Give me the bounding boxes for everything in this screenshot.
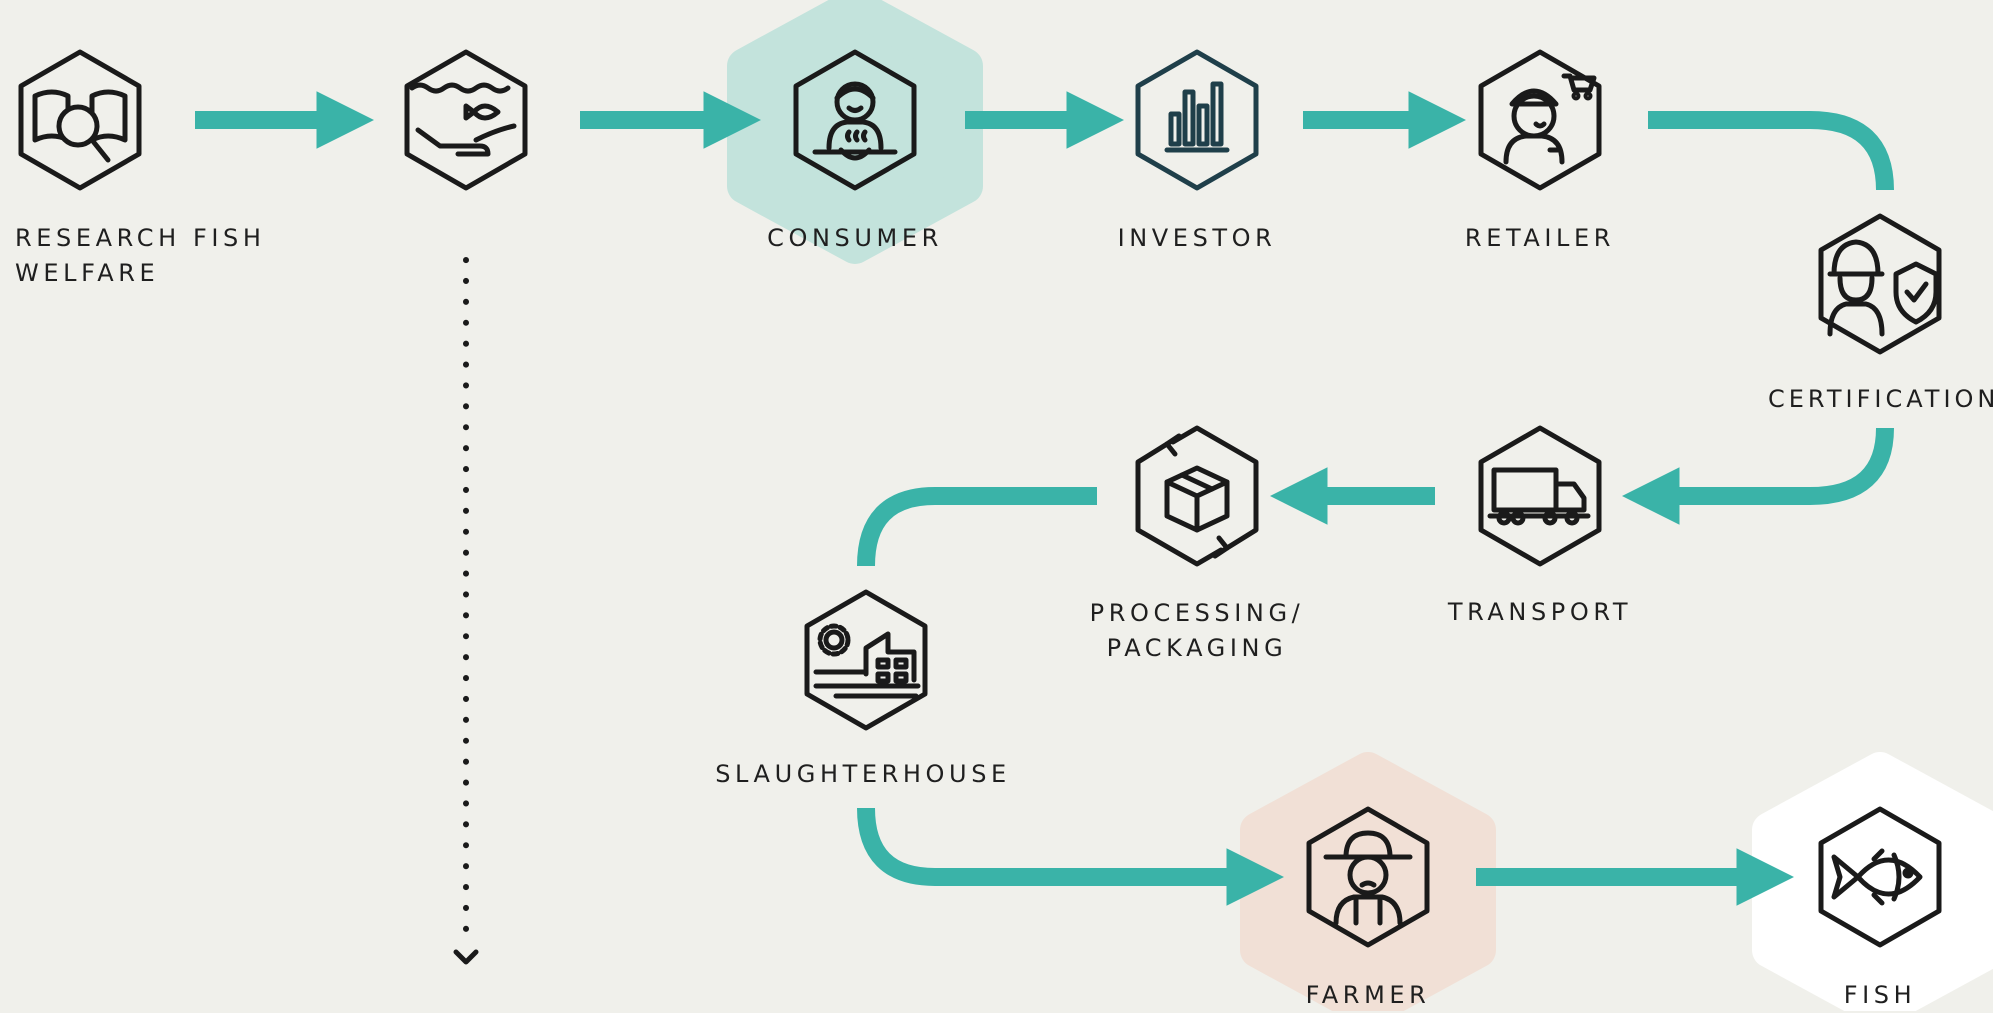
arrow-certification-to-transport	[1621, 427, 1894, 525]
label-line: RESEARCH FISH	[15, 224, 266, 252]
label-research-fish-welfare: RESEARCH FISH WELFARE	[15, 221, 266, 291]
label-line: PROCESSING/	[1089, 599, 1305, 627]
hand-fish-water-icon	[404, 49, 528, 191]
chevron-down-icon	[453, 949, 479, 965]
arrow-retailer-to-certification	[1648, 111, 1894, 191]
label-slaughterhouse: SLAUGHTERHOUSE	[715, 760, 1011, 788]
arrow-slaughterhouse-to-farmer	[857, 807, 1285, 906]
farmer-halo	[1240, 752, 1496, 1011]
label-retailer: RETAILER	[1464, 224, 1616, 252]
label-line: PACKAGING	[1106, 634, 1288, 662]
arrow-processing-to-slaughterhouse	[857, 487, 1097, 567]
label-fish: FISH	[1843, 981, 1917, 1009]
fish-halo	[1752, 752, 1993, 1011]
flow-arrows	[195, 91, 1894, 906]
truck-icon	[1478, 425, 1602, 567]
label-certification: CERTIFICATION	[1768, 385, 1993, 413]
fish-icon	[1818, 806, 1942, 948]
label-consumer: CONSUMER	[767, 224, 943, 252]
label-farmer: FARMER	[1305, 981, 1431, 1009]
label-transport: TRANSPORT	[1447, 598, 1633, 626]
label-investor: INVESTOR	[1117, 224, 1277, 252]
bar-chart-icon	[1135, 49, 1259, 191]
label-processing-packaging: PROCESSING/ PACKAGING	[1090, 596, 1305, 666]
consumer-eating-icon	[793, 49, 917, 191]
shop-worker-cart-icon	[1478, 49, 1602, 191]
farmer-hat-icon	[1306, 806, 1430, 948]
label-line: WELFARE	[15, 259, 160, 287]
inspector-shield-icon	[1818, 213, 1942, 355]
dotted-down-arrow	[453, 257, 479, 965]
package-cycle-icon	[1135, 425, 1259, 567]
factory-gear-icon	[804, 589, 928, 731]
consumer-halo	[727, 0, 983, 264]
magnifier-book-icon	[18, 49, 142, 191]
